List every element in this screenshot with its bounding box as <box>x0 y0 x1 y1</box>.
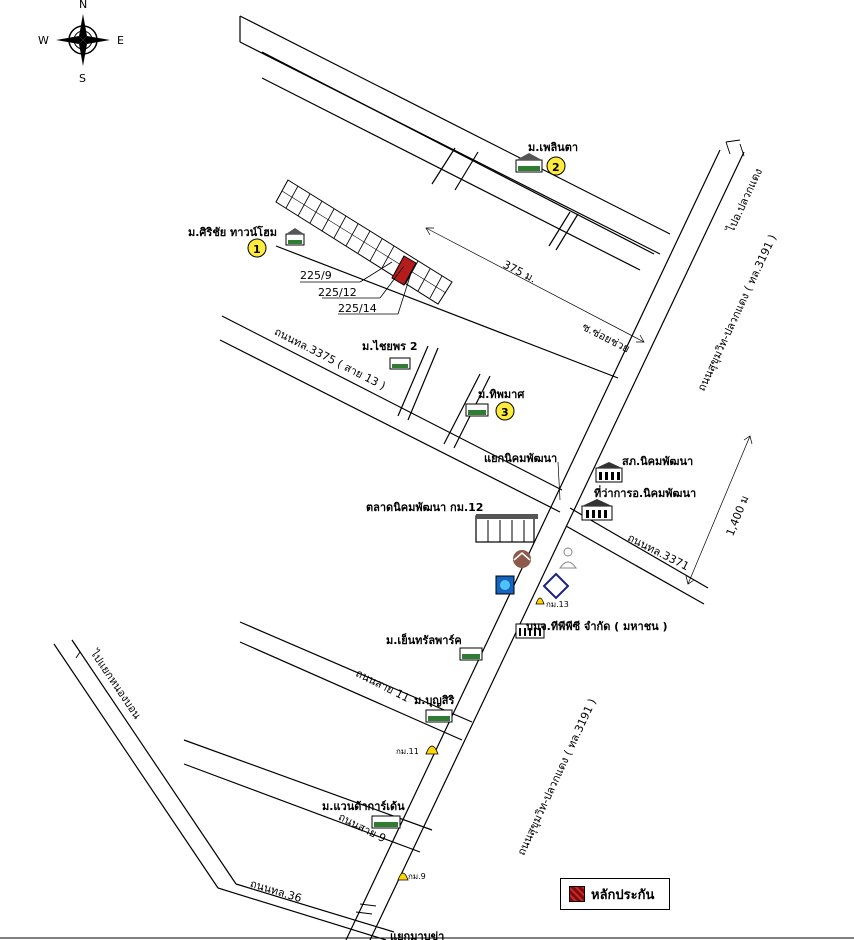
collateral-swatch-icon <box>569 886 585 902</box>
village-2-icon <box>515 153 543 173</box>
company-label: บมจ.ทีพีพีซี จำกัด ( มหาชน ) <box>526 620 668 633</box>
village-4-icon <box>389 357 411 370</box>
km11-label: กม.11 <box>396 747 419 756</box>
plot-label-225-14: 225/14 <box>338 302 377 315</box>
plot-label-225-12: 225/12 <box>318 286 357 299</box>
village-6-name: ม.บุญสิริ <box>414 694 454 708</box>
compass-e: E <box>117 34 124 47</box>
police-station-icon <box>595 462 623 483</box>
village-3-badge <box>495 401 515 421</box>
village-3-number: 3 <box>501 406 509 419</box>
km13-marker-icon <box>535 597 545 605</box>
village-4-name: ม.ไชยพร 2 <box>362 339 418 353</box>
compass-w: W <box>38 34 49 47</box>
village-1-number: 1 <box>253 243 261 256</box>
village-2-name: ม.เพลินตา <box>528 141 578 154</box>
village-7-icon <box>371 815 401 829</box>
km11-marker-icon <box>425 745 439 755</box>
temple-icon <box>559 547 577 569</box>
bank-logo-1-icon <box>513 550 531 568</box>
village-6-icon <box>425 709 453 723</box>
km9-label: กม.9 <box>408 872 426 881</box>
plot-label-225-9: 225/9 <box>300 269 332 282</box>
roads-south <box>53 621 473 940</box>
highway-3191-lower-label: ถนนสุขุมวิท-ปลวกแดง ( ทล.3191 ) <box>515 697 599 858</box>
bottom-junction-label: แยกมาบข่า <box>390 930 444 940</box>
village-1-name: ม.ศิริชัย ทาวน์โฮม <box>188 225 277 239</box>
market-label: ตลาดนิคมพัฒนา กม.12 <box>366 501 483 514</box>
market-building-icon <box>475 514 538 543</box>
road-3371 <box>565 507 709 605</box>
soi-label: ซ.ซ่อยช่วย <box>580 320 632 355</box>
village-2-badge <box>546 156 566 176</box>
village-1-icon <box>285 228 305 246</box>
village-5-icon <box>459 647 483 661</box>
legend-label: หลักประกัน <box>591 887 655 903</box>
junction-label: แยกนิคมพัฒนา <box>484 452 557 465</box>
village-5-name: ม.เย็นทรัลพาร์ค <box>386 633 462 647</box>
bank-logo-3-icon <box>542 572 570 600</box>
highway-3191-upper-label: ถนนสุขุมวิท-ปลวกแดง ( ทล.3191 ) <box>695 232 779 393</box>
police-station-label: สภ.นิคมพัฒนา <box>622 455 693 468</box>
distance-1400-label: 1,400 ม <box>724 494 752 538</box>
district-office-icon <box>581 499 613 521</box>
compass-rose-icon: N S W E <box>38 0 124 85</box>
distance-1400-arrow <box>685 435 753 585</box>
road-to-nongbon-label: ไปแยกหนองบอน <box>87 647 144 722</box>
district-office-label: ที่ว่าการอ.นิคมพัฒนา <box>594 485 696 500</box>
map-legend: หลักประกัน <box>560 878 670 910</box>
road-to-pluakdaeng-label: ไปอ.ปลวกแดง <box>724 166 765 235</box>
km13-label: กม.13 <box>546 600 569 609</box>
road-3375 <box>219 315 563 513</box>
village-3-icon <box>465 403 489 417</box>
distance-375-arrow <box>425 227 645 343</box>
village-1-badge <box>247 238 267 258</box>
compass-s: S <box>79 72 86 85</box>
roads-north <box>239 15 671 271</box>
road-11-label: ถนนสาย 11 <box>354 667 412 705</box>
road-3375-label: ถนนทล.3375 ( สาย 13 ) <box>272 325 388 392</box>
road-3371-label: ถนนทล.3371 <box>625 531 691 573</box>
village-7-name: ม.แวนด้าการ์เด้น <box>322 800 405 813</box>
village-3-name: ม.ทิพมาศ <box>478 388 525 401</box>
village-2-number: 2 <box>552 161 560 174</box>
km9-marker-icon <box>397 872 409 881</box>
townhouse-block <box>275 179 453 315</box>
company-icon <box>515 623 545 639</box>
compass-n: N <box>79 0 87 11</box>
highway-3191 <box>345 139 745 940</box>
collateral-plot <box>391 255 417 286</box>
distance-375-label: 375 ม. <box>501 258 538 286</box>
road-36-label: ถนนทล.36 <box>249 877 304 905</box>
